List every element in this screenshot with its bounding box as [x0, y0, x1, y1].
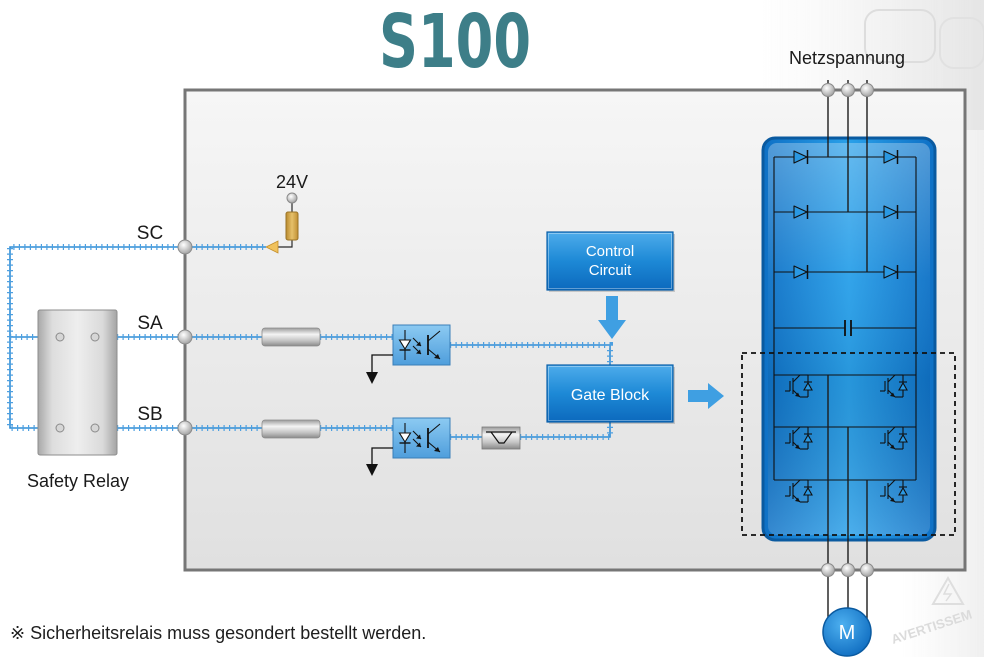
motor-icon: [822, 607, 872, 657]
lightning-icon: [942, 583, 953, 602]
background-key-shape: [864, 9, 936, 63]
terminal-sb: [177, 420, 193, 436]
control-circuit-block: Control Circuit: [546, 231, 675, 292]
inverter-rows: [774, 374, 916, 481]
control-circuit-label-line1: Control: [586, 243, 634, 260]
sa-resistor: [261, 327, 321, 347]
down-arrow-icon: [598, 296, 626, 339]
transistor-body: [481, 426, 521, 450]
terminal-connectors: [177, 83, 874, 577]
terminal-sa-label: SA: [137, 313, 163, 334]
ground-arrow-icon: [366, 372, 378, 384]
terminal-sb-label: SB: [137, 404, 162, 425]
motor: M: [822, 607, 872, 657]
sb-ground-wire: [371, 447, 393, 464]
dc-rails: [773, 157, 917, 480]
supply-pin: [286, 192, 298, 204]
gate-block: Gate Block: [546, 364, 675, 424]
terminal-sc-label: SC: [137, 223, 163, 244]
sb-optocoupler: [392, 417, 451, 459]
safety-relay: [37, 309, 118, 456]
background-key-shape: [939, 17, 984, 69]
footnote: ※ Sicherheitsrelais muss gesondert beste…: [10, 623, 426, 643]
transistor-icon: [486, 431, 516, 444]
right-arrow-icon: [688, 383, 724, 409]
sb-resistor: [261, 419, 321, 439]
safety-relay-body: [37, 309, 118, 456]
mains-terminal: [841, 83, 855, 97]
mains-terminal: [860, 83, 874, 97]
page-title: S100: [379, 0, 531, 85]
block-highlight: [548, 366, 672, 421]
external-wire-ticks: [7, 244, 185, 431]
sb-transistor: [481, 426, 521, 450]
diode-arrow: [265, 240, 279, 254]
motor-phase-lines: [827, 375, 868, 620]
control-circuit-label-line2: Circuit: [589, 262, 632, 279]
block-highlight: [548, 233, 672, 289]
terminal-sa: [177, 329, 193, 345]
relay-terminal: [55, 332, 65, 342]
supply-voltage-label: 24V: [276, 172, 308, 192]
mains-label: Netzspannung: [789, 48, 905, 68]
relay-terminal: [90, 332, 100, 342]
supply-24v-branch: [265, 192, 299, 254]
ground-arrow-icon: [366, 464, 378, 476]
safety-relay-label: Safety Relay: [27, 471, 129, 491]
relay-terminal: [55, 423, 65, 433]
motor-terminal: [841, 563, 855, 577]
internal-signal-wiring: [185, 244, 613, 440]
fuse: [285, 211, 299, 241]
dc-link-capacitor: [844, 320, 852, 336]
motor-terminal: [860, 563, 874, 577]
relay-terminal: [90, 423, 100, 433]
control-circuit-box: [546, 231, 674, 291]
motor-terminal: [821, 563, 835, 577]
sa-ground-wire: [371, 354, 393, 372]
sa-optocoupler: [392, 324, 451, 366]
warning-triangle-icon: [931, 575, 965, 605]
signal-wire-ticks: [185, 244, 613, 440]
sa-ground: [366, 354, 393, 384]
terminal-sc: [177, 239, 193, 255]
sb-ground: [366, 447, 393, 476]
mains-terminal: [821, 83, 835, 97]
motor-label: M: [839, 622, 856, 644]
power-module: [761, 136, 937, 542]
gate-block-label: Gate Block: [571, 387, 650, 404]
external-safety-wiring: [7, 244, 185, 431]
power-module-shading: [768, 143, 930, 535]
gate-block-box: [546, 364, 674, 423]
